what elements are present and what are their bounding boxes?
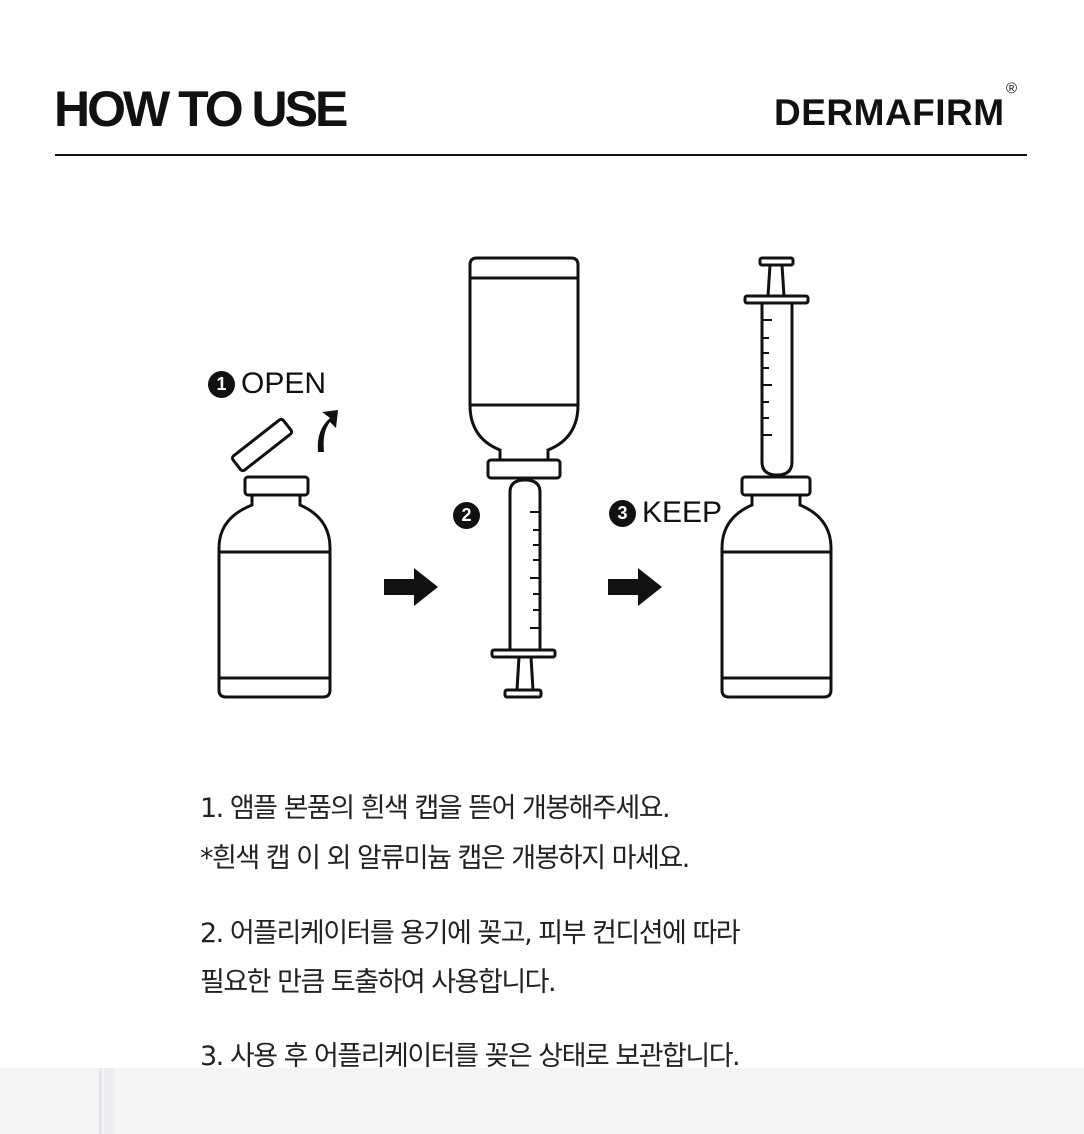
inverted-bottle-syringe-icon <box>468 256 580 699</box>
instruction-line: 필요한 만큼 토출하여 사용합니다. <box>200 967 557 998</box>
bottle-keep-icon <box>720 256 833 699</box>
page-title: HOW TO USE <box>54 81 348 137</box>
step-number-badge: 2 <box>453 502 480 529</box>
instruction-line: 3. 사용 후 어플리케이터를 꽂은 상태로 보관합니다. <box>200 1041 741 1072</box>
divider <box>104 1068 114 1134</box>
instruction-line: 1. 앰플 본품의 흰색 캡을 뜯어 개봉해주세요. <box>200 793 671 824</box>
step-1-label: 1 OPEN <box>208 367 326 401</box>
step-3-label: 3 KEEP <box>609 496 722 530</box>
instruction-note: *흰색 캡 이 외 알류미늄 캡은 개봉하지 마세요. <box>200 843 690 874</box>
step-number-badge: 3 <box>609 499 636 527</box>
divider <box>99 1068 102 1134</box>
brand-logo: DERMAFIRM <box>774 92 1005 133</box>
registered-mark: ® <box>1006 80 1018 97</box>
step-2-label: 2 <box>453 502 480 529</box>
step-number-badge: 1 <box>208 370 235 398</box>
header-divider <box>55 154 1027 156</box>
bottle-open-icon <box>217 410 338 699</box>
instruction-line: 2. 어플리케이터를 용기에 꽂고, 피부 컨디션에 따라 <box>200 918 741 949</box>
step-label: OPEN <box>241 367 327 400</box>
arrow-right-icon <box>384 568 438 606</box>
step-label: KEEP <box>642 496 723 529</box>
arrow-right-icon <box>608 568 662 606</box>
bottom-overlay-bar <box>0 1068 1084 1134</box>
